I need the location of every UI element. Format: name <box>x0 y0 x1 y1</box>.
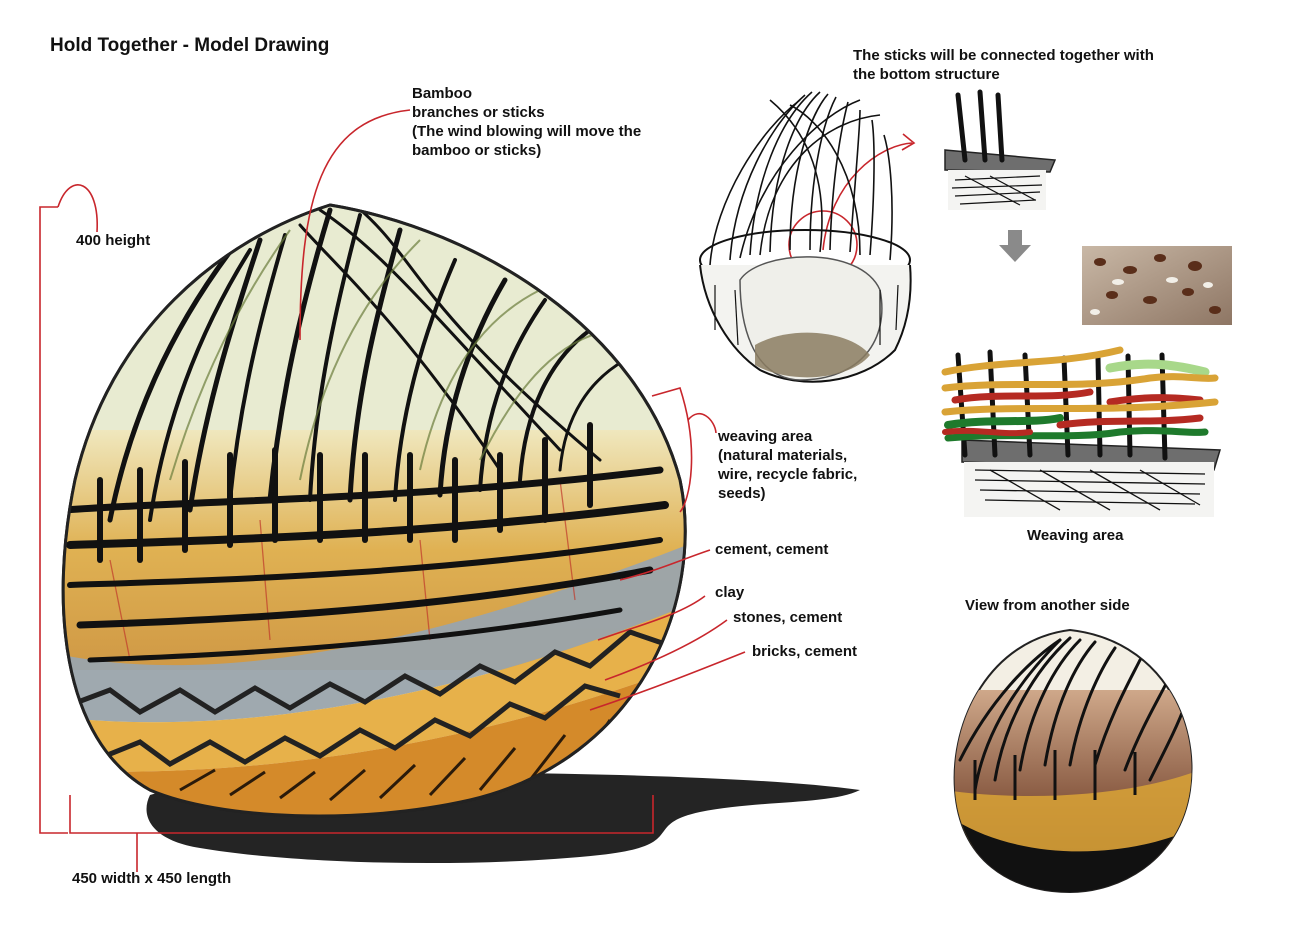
bamboo-sticks <box>107 205 627 523</box>
width-bracket <box>69 795 654 834</box>
sticks-label-line-2: the bottom structure <box>853 66 1000 83</box>
seed-photo <box>1082 246 1232 325</box>
weaving-area-detail <box>941 346 1221 517</box>
stick-connection-detail <box>944 89 1057 210</box>
bamboo-callout <box>299 109 411 341</box>
weaving-label-line-4: seeds) <box>718 485 766 502</box>
sticks-connection-arrow <box>822 142 913 251</box>
weaving-label-line-1: weaving area <box>718 428 813 445</box>
view-other-side-label: View from another side <box>965 597 1130 614</box>
bricks-callout <box>589 651 746 711</box>
cement-band <box>63 540 686 723</box>
basket-sketch <box>699 91 912 383</box>
weaving-area-label: weaving area (natural materials, wire, r… <box>718 427 857 503</box>
bricks-label: bricks, cement <box>752 643 858 660</box>
side-view-sculpture <box>953 628 1193 894</box>
cement-callout <box>619 549 711 581</box>
height-bracket <box>39 206 68 834</box>
bamboo-label: Bamboo branches or sticks (The wind blow… <box>412 84 641 160</box>
width-length-label: 450 width x 450 length <box>72 870 232 887</box>
bamboo-label-line-1: Bamboo <box>412 85 472 102</box>
height-label: 400 height <box>76 232 151 249</box>
bamboo-label-line-3: (The wind blowing will move the <box>412 123 642 140</box>
sticks-connection-label: The sticks will be connected together wi… <box>853 46 1154 84</box>
stones-callout <box>604 619 728 681</box>
weaving-label-line-3: wire, recycle fabric, <box>718 466 858 483</box>
cement-label: cement, cement <box>715 541 829 558</box>
weaving-strokes <box>63 466 669 663</box>
weaving-bracket <box>651 387 693 513</box>
height-callout <box>57 184 98 233</box>
sticks-label-line-1: The sticks will be connected together wi… <box>853 47 1154 64</box>
page-title: Hold Together - Model Drawing <box>50 35 330 56</box>
stones-label: stones, cement <box>733 609 843 626</box>
bamboo-label-line-4: bamboo or sticks) <box>412 142 542 159</box>
down-arrow-icon <box>999 230 1031 262</box>
bamboo-label-line-2: branches or sticks <box>412 104 545 121</box>
zigzag-upper <box>69 629 666 715</box>
clay-band <box>63 600 686 772</box>
weaving-label-line-2: (natural materials, <box>718 447 848 464</box>
zigzag-lower <box>99 683 621 767</box>
clay-callout <box>597 595 706 641</box>
weaving-area-caption: Weaving area <box>1027 527 1124 544</box>
clay-label: clay <box>715 584 745 601</box>
